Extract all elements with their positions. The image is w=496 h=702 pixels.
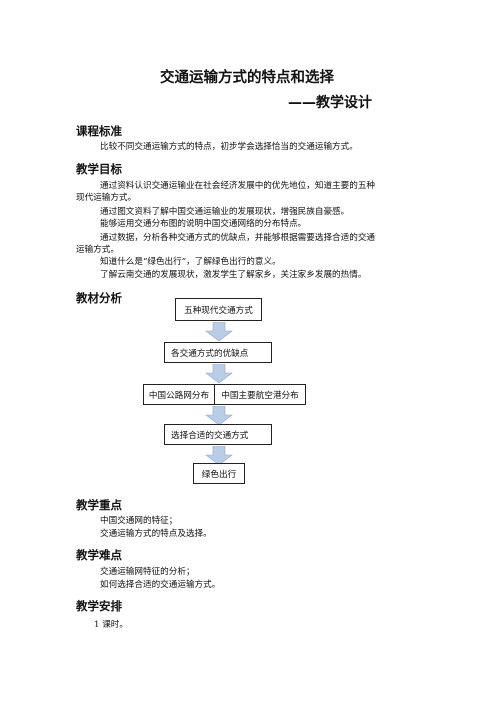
heading-keypoints: 教学重点 [76, 498, 122, 512]
goals-line: 通过资料认识交通运输业在社会经济发展中的优先地位，知道主要的五种 [100, 181, 376, 191]
goals-line: 现代运输方式。 [76, 193, 137, 203]
flow-box-pros-cons: 各交通方式的优缺点 [164, 342, 272, 363]
heading-analysis: 教材分析 [76, 291, 122, 305]
goals-line: 知道什么是“绿色出行”，了解绿色出行的意义。 [100, 257, 281, 267]
page-subtitle: ——教学设计 [288, 95, 372, 111]
flow-box-road-network: 中国公路网分布 [143, 384, 215, 405]
flow-arrow-down-icon [205, 364, 233, 384]
flow-arrow-down-icon [205, 446, 233, 466]
goals-line: 通过图文资料了解中国交通运输业的发展现状，增强民族自豪感。 [100, 207, 350, 217]
goals-line: 了解云南交通的发展现状，激发学生了解家乡，关注家乡发展的热情。 [100, 270, 367, 280]
heading-difficulties: 教学难点 [76, 548, 122, 562]
page-title: 交通运输方式的特点和选择 [160, 70, 334, 86]
flow-arrow-down-icon [205, 322, 233, 342]
flow-box-five-modes: 五种现代交通方式 [175, 298, 262, 321]
heading-arrangement: 教学安排 [76, 599, 122, 613]
arrangement-line: 1 课时。 [94, 620, 128, 630]
flow-box-choose-mode: 选择合适的交通方式 [164, 424, 272, 445]
flow-box-airports: 中国主要航空港分布 [214, 384, 306, 405]
flow-box-green-travel: 绿色出行 [193, 463, 245, 484]
heading-standard: 课程标准 [76, 124, 122, 138]
heading-goals: 教学目标 [76, 162, 122, 176]
flow-arrow-down-icon [205, 406, 233, 426]
standard-line: 比较不同交通运输方式的特点，初步学会选择恰当的交通运输方式。 [100, 142, 358, 152]
goals-line: 能够运用交通分布图的说明中国交通网络的分布特点。 [100, 219, 307, 229]
difficulties-line: 交通运输网特征的分析； [100, 567, 195, 577]
goals-line: 通过数据，分析各种交通方式的优缺点，并能够根据需要选择合适的交通 [100, 233, 376, 243]
keypoints-line: 交通运输方式的特点及选择。 [100, 529, 212, 539]
goals-line: 运输方式。 [76, 245, 119, 255]
difficulties-line: 如何选择合适的交通运输方式。 [100, 580, 221, 590]
keypoints-line: 中国交通网的特征； [100, 516, 178, 526]
